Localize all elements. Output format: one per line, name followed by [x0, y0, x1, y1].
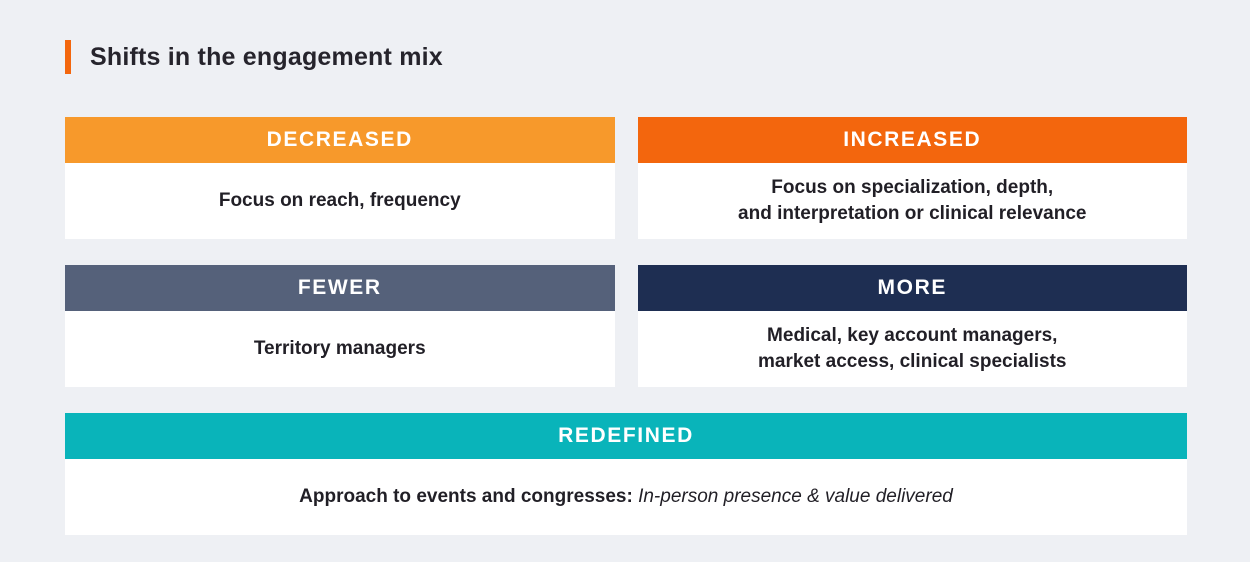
card-decreased-body-text: Focus on reach, frequency: [218, 190, 461, 211]
card-increased-header: INCREASED: [637, 117, 1187, 163]
card-fewer-body: Territory managers: [65, 311, 615, 387]
card-decreased-body: Focus on reach, frequency: [65, 163, 615, 239]
cards-grid: DECREASED Focus on reach, frequency INCR…: [65, 117, 1187, 535]
title-accent-bar: [65, 40, 71, 74]
card-more-label: MORE: [877, 276, 947, 299]
card-redefined: REDEFINED Approach to events and congres…: [65, 413, 1187, 535]
card-fewer-label: FEWER: [297, 276, 382, 299]
card-more: MORE Medical, key account managers, mark…: [637, 265, 1188, 387]
card-redefined-header: REDEFINED: [65, 413, 1187, 459]
card-redefined-body-prefix: Approach to events and congresses:: [299, 486, 639, 507]
card-more-header: MORE: [637, 265, 1187, 311]
title-row: Shifts in the engagement mix: [65, 40, 1187, 74]
card-redefined-body-italic: In-person presence & value delivered: [638, 486, 953, 507]
page-title: Shifts in the engagement mix: [90, 43, 443, 71]
card-increased-body: Focus on specialization, depth, and inte…: [638, 163, 1188, 239]
card-decreased-label: DECREASED: [266, 128, 413, 151]
card-redefined-body: Approach to events and congresses: In-pe…: [65, 459, 1187, 535]
card-fewer: FEWER Territory managers: [65, 265, 615, 387]
card-fewer-header: FEWER: [65, 265, 615, 311]
card-more-body: Medical, key account managers, market ac…: [638, 311, 1188, 387]
card-decreased-header: DECREASED: [65, 117, 615, 163]
card-redefined-body-text: Approach to events and congresses: In-pe…: [299, 484, 953, 510]
card-increased-label: INCREASED: [843, 128, 982, 151]
card-redefined-label: REDEFINED: [558, 424, 694, 447]
card-more-body-text: Medical, key account managers, market ac…: [758, 325, 1067, 372]
card-fewer-body-text: Territory managers: [253, 338, 426, 359]
card-decreased: DECREASED Focus on reach, frequency: [65, 117, 615, 239]
card-increased: INCREASED Focus on specialization, depth…: [637, 117, 1188, 239]
card-increased-body-text: Focus on specialization, depth, and inte…: [738, 177, 1087, 224]
